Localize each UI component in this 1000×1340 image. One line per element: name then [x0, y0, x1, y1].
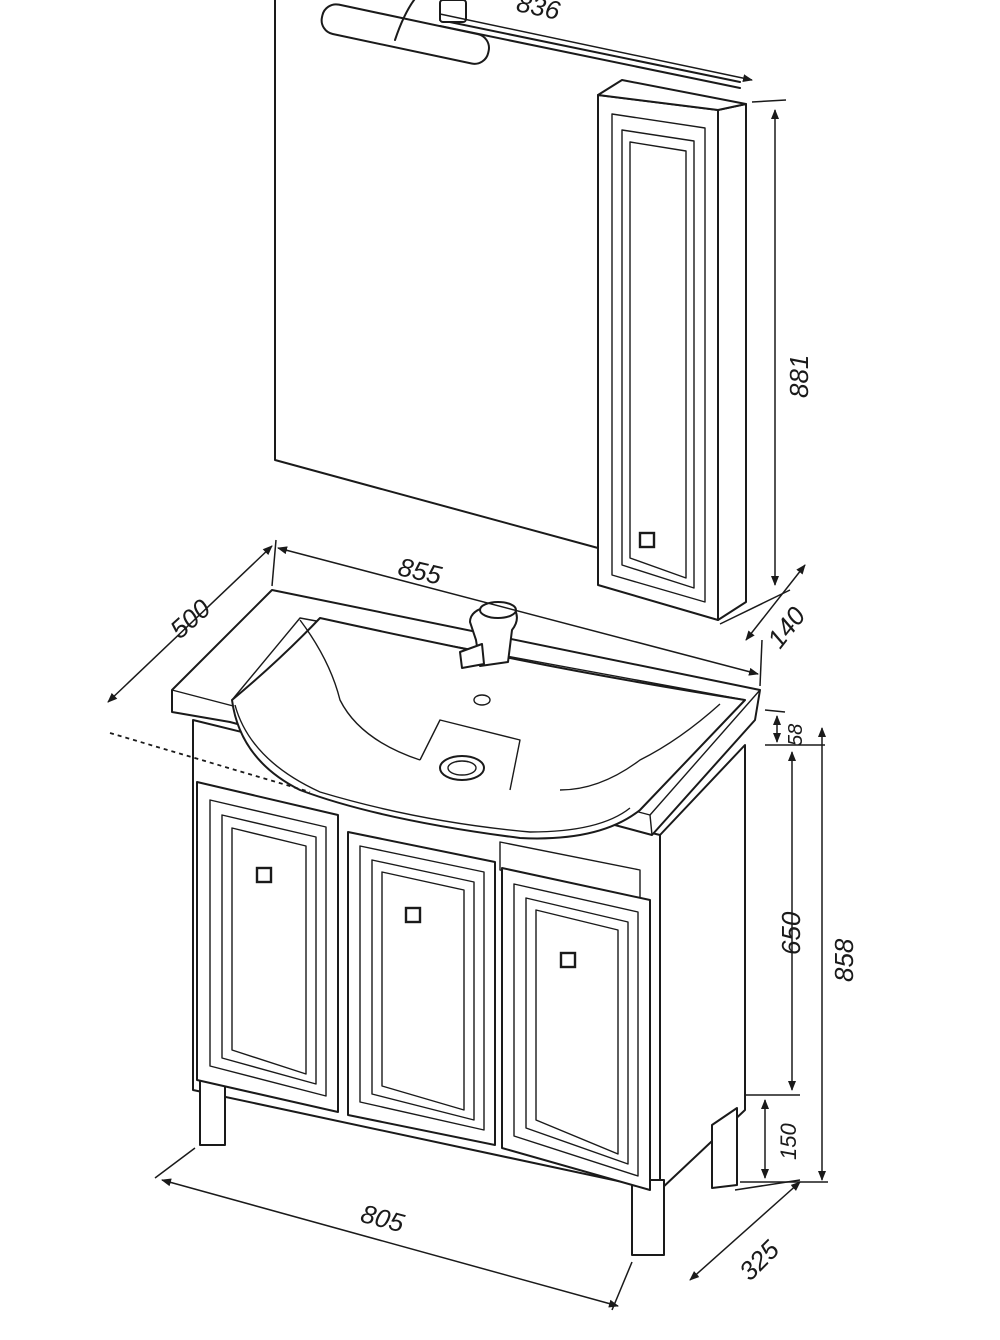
dim-label-total-height: 858: [829, 938, 859, 982]
dim-label-body-width: 805: [358, 1198, 408, 1238]
door-left-handle: [255, 866, 273, 884]
door-middle-handle: [404, 906, 422, 924]
dim-label-basin-depth: 500: [164, 593, 217, 645]
door-left: [196, 781, 339, 1113]
dim-label-leg-height: 150: [776, 1123, 801, 1160]
dim-label-basin-thickness: 58: [785, 724, 807, 746]
wall-cabinet: [597, 79, 747, 621]
dim-label-body-height: 650: [776, 911, 806, 955]
dim-label-cabinet-height: 881: [784, 355, 814, 398]
mirror: [274, 0, 599, 549]
dim-label-mirror-width: 836: [514, 0, 563, 26]
door-middle: [347, 831, 496, 1146]
dim-label-cabinet-depth: 140: [761, 601, 812, 654]
door-right: [501, 867, 651, 1191]
cabinet-handle: [638, 531, 656, 549]
dimension-lines: [107, 13, 828, 1311]
leg-front-right: [631, 1179, 665, 1256]
door-right-handle: [559, 951, 577, 969]
dim-label-basin-width: 855: [395, 551, 445, 590]
depth-reference-line: [109, 732, 311, 793]
lamp: [320, 0, 741, 89]
dim-label-body-depth: 325: [733, 1234, 785, 1286]
